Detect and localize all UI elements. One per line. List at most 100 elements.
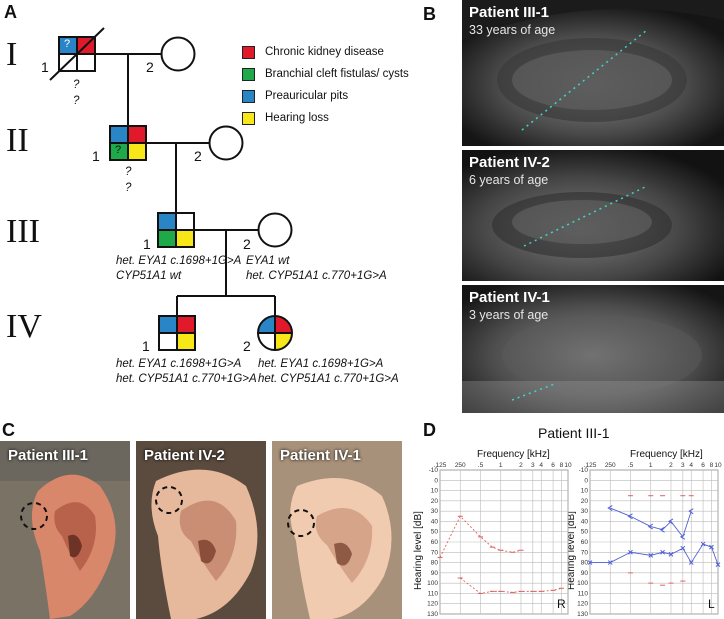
left-point xyxy=(627,513,633,520)
panel-d-letter: D xyxy=(423,420,436,440)
i1-geno-q1: ? xyxy=(73,79,80,91)
right-ytick-label: 130 xyxy=(427,611,438,618)
ylabel-right: Hearing level [dB] xyxy=(413,511,424,590)
left-xtick-label: 250 xyxy=(605,462,616,469)
right-xtick-label: .125 xyxy=(434,462,447,469)
left-ytick-label: 110 xyxy=(578,590,589,597)
right-ytick-label: 90 xyxy=(431,570,439,577)
legend-item-pits: Preauricular pits xyxy=(242,85,409,107)
right-xtick-label: 4 xyxy=(539,462,543,469)
right-xtick-label: 1 xyxy=(499,462,503,469)
right-ytick-label: 80 xyxy=(431,560,439,567)
xlabel-left: Frequency [kHz] xyxy=(630,449,703,460)
right-ytick-label: 60 xyxy=(431,539,439,546)
id-i2: 2 xyxy=(146,59,154,75)
right-series-line xyxy=(459,577,562,594)
left-xtick-label: 3 xyxy=(681,462,685,469)
ultrasound-iii1-age: 33 years of age xyxy=(469,23,556,37)
right-ytick-label: 100 xyxy=(427,580,438,587)
left-ytick-label: 70 xyxy=(581,549,589,556)
right-ytick-label: 70 xyxy=(431,549,439,556)
individual-ii2 xyxy=(208,125,244,161)
left-xtick-label: .125 xyxy=(584,462,597,469)
legend-item-ckd: Chronic kidney disease xyxy=(242,41,409,63)
right-xtick-label: .5 xyxy=(478,462,484,469)
ultrasound-iv1-age: 3 years of age xyxy=(469,308,549,322)
left-point xyxy=(680,545,686,551)
left-ytick-label: 30 xyxy=(581,508,589,515)
genotype-iv1: het. EYA1 c.1698+1G>A het. CYP51A1 c.770… xyxy=(116,358,257,385)
pedigree-lines xyxy=(49,27,293,351)
ultrasound-iv2-title: Patient IV-2 xyxy=(469,154,550,171)
left-xtick-label: 10 xyxy=(714,462,722,469)
right-ytick-label: 120 xyxy=(427,601,438,608)
id-ii2: 2 xyxy=(194,148,202,164)
genotype-iv2: het. EYA1 c.1698+1G>A het. CYP51A1 c.770… xyxy=(258,358,399,385)
xlabel-right: Frequency [kHz] xyxy=(477,449,550,460)
ultrasound-iii1-texture xyxy=(462,8,724,146)
left-xtick-label: .5 xyxy=(628,462,634,469)
left-point xyxy=(700,541,706,547)
right-ytick-label: 40 xyxy=(431,518,439,525)
right-ytick-label: -10 xyxy=(429,467,439,474)
left-xtick-label: 1 xyxy=(649,462,653,469)
left-series-line xyxy=(610,507,692,538)
legend-swatch-green xyxy=(242,67,255,81)
legend: Chronic kidney disease Branchial cleft f… xyxy=(242,41,409,129)
id-i1: 1 xyxy=(41,59,49,75)
generation-i: I xyxy=(6,36,18,73)
ear-photo-iv2: Patient IV-2 xyxy=(136,441,266,619)
right-xtick-label: 2 xyxy=(519,462,523,469)
ear-iv1-drawing xyxy=(272,441,402,619)
left-point xyxy=(628,549,633,555)
genotype-iii2: EYA1 wt het. CYP51A1 c.770+1G>A xyxy=(246,255,387,282)
legend-swatch-red xyxy=(242,45,255,59)
ear-iv2-title: Patient IV-2 xyxy=(144,447,225,464)
generation-iv: IV xyxy=(6,308,42,345)
ii1-geno-q1: ? xyxy=(125,166,132,178)
left-ytick-label: 50 xyxy=(581,529,589,536)
legend-swatch-blue xyxy=(242,89,255,103)
left-xtick-label: 2 xyxy=(669,462,673,469)
left-point xyxy=(647,523,654,530)
left-point xyxy=(715,562,721,567)
legend-item-hearing: Hearing loss xyxy=(242,107,409,129)
ultrasound-iv2-age: 6 years of age xyxy=(469,173,549,187)
ultrasound-image-iii1: Patient III-1 33 years of age xyxy=(462,0,724,146)
left-point xyxy=(607,560,613,565)
left-point xyxy=(659,526,665,533)
right-xtick-label: 6 xyxy=(551,462,555,469)
ear-photo-iii1: Patient III-1 xyxy=(0,441,130,619)
genotype-iii1: het. EYA1 c.1698+1G>A CYP51A1 wt xyxy=(116,255,242,282)
left-point xyxy=(648,553,654,558)
left-point xyxy=(709,544,714,550)
left-point xyxy=(688,560,694,565)
id-iv2: 2 xyxy=(243,338,251,354)
ultrasound-image-iv1: Patient IV-1 3 years of age xyxy=(462,285,724,413)
left-point xyxy=(660,549,665,555)
left-ytick-label: 0 xyxy=(584,477,588,484)
individual-iv1 xyxy=(158,315,196,351)
right-ytick-label: 10 xyxy=(431,488,439,495)
legend-item-branchial: Branchial cleft fistulas/ cysts xyxy=(242,63,409,85)
left-xtick-label: 8 xyxy=(710,462,714,469)
ultrasound-iv1-texture xyxy=(462,285,724,413)
individual-i2 xyxy=(160,36,196,72)
left-ytick-label: 100 xyxy=(577,580,588,587)
left-ytick-label: -10 xyxy=(579,467,589,474)
ultrasound-iv1-title: Patient IV-1 xyxy=(469,289,550,306)
generation-ii: II xyxy=(6,122,29,159)
panel-c-letter: C xyxy=(2,420,15,440)
ear-iv2-drawing xyxy=(136,441,266,619)
ii1-question: ? xyxy=(115,144,122,156)
right-ytick-label: 50 xyxy=(431,529,439,536)
i1-geno-q2: ? xyxy=(73,95,80,107)
ultrasound-iii1-title: Patient III-1 xyxy=(469,4,550,21)
ultrasound-image-iv2: Patient IV-2 6 years of age xyxy=(462,150,724,281)
right-ytick-label: 20 xyxy=(431,498,439,505)
individual-iv2 xyxy=(257,315,293,351)
left-ytick-label: 10 xyxy=(581,488,589,495)
id-iv1: 1 xyxy=(142,338,150,354)
